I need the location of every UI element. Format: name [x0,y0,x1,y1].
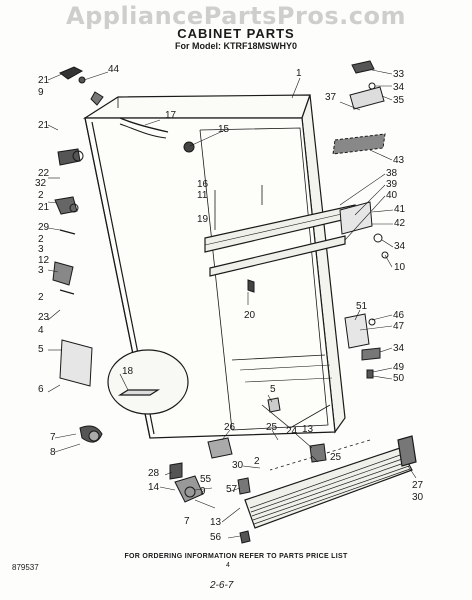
diagram-title: CABINET PARTS [177,26,295,41]
page-code: 2-6-7 [210,580,234,591]
callout: 30 [412,492,424,503]
callout: 21 [38,120,50,131]
callout: 23 [38,312,50,323]
left-side-components [52,66,255,443]
callout: 15 [218,124,230,135]
callout: 10 [394,262,406,273]
callout: 24 [286,426,298,437]
callout: 32 [35,178,47,189]
callout: 34 [393,82,405,93]
callout: 2 [254,456,260,467]
callout: 25 [330,452,342,463]
callout: 9 [38,87,44,98]
callout: 49 [393,362,405,373]
callout: 55 [200,474,212,485]
callout: 26 [224,422,236,433]
callout: 21 [38,75,50,86]
callout: 44 [108,64,120,75]
callout: 28 [148,468,160,479]
callout: 13 [302,424,314,435]
page-mark: 4 [226,562,230,569]
rating-label-sticker [107,349,189,415]
callout: 27 [412,480,424,491]
callout: 22 [38,168,50,179]
callout: 40 [386,190,398,201]
callout: 39 [386,179,398,190]
callout: 14 [148,482,160,493]
callout: 42 [394,218,406,229]
callout: 5 [270,384,276,395]
callout: 6 [38,384,44,395]
callout: 18 [122,366,134,377]
callout: 51 [356,301,368,312]
ordering-info-note: FOR ORDERING INFORMATION REFER TO PARTS … [124,553,348,560]
callout: 29 [38,222,50,233]
callout: 57 [226,484,238,495]
hinge-parts [332,60,389,379]
callout: 21 [38,202,50,213]
callout: 34 [393,343,405,354]
callout: 7 [184,516,190,527]
callout: 50 [393,373,405,384]
callout-labels: 1 33 34 35 37 43 38 39 40 41 42 34 10 51… [35,64,424,543]
toe-grille [244,435,417,529]
callout: 4 [38,325,44,336]
callout: 8 [50,447,56,458]
callout: 19 [197,214,209,225]
callout: 20 [244,310,256,321]
callout: 38 [386,168,398,179]
callout: 5 [38,344,44,355]
callout: 1 [296,68,302,79]
callout: 37 [325,92,337,103]
document-number: 879537 [12,563,39,572]
callout: 3 [38,244,44,255]
callout: 25 [266,422,278,433]
callout: 56 [210,532,222,543]
callout: 12 [38,255,50,266]
callout: 3 [38,265,44,276]
callout: 43 [393,155,405,166]
callout: 35 [393,95,405,106]
callout: 2 [38,292,44,303]
callout: 2 [38,190,44,201]
callout: 33 [393,69,405,80]
callout: 2 [38,234,44,245]
callout: 16 [197,179,209,190]
callout: 13 [210,517,222,528]
callout: 34 [394,241,406,252]
model-label: For Model: KTRF18MSWHY0 [174,41,297,51]
callout: 30 [232,460,244,471]
callout: 46 [393,310,405,321]
callout: 17 [165,110,177,121]
callout: 9 [200,486,206,497]
callout: 47 [393,321,405,332]
callout: 7 [50,432,56,443]
leader-lines [47,69,417,539]
bottom-front-parts [169,397,327,544]
callout: 41 [394,204,406,215]
callout: 11 [197,190,208,201]
